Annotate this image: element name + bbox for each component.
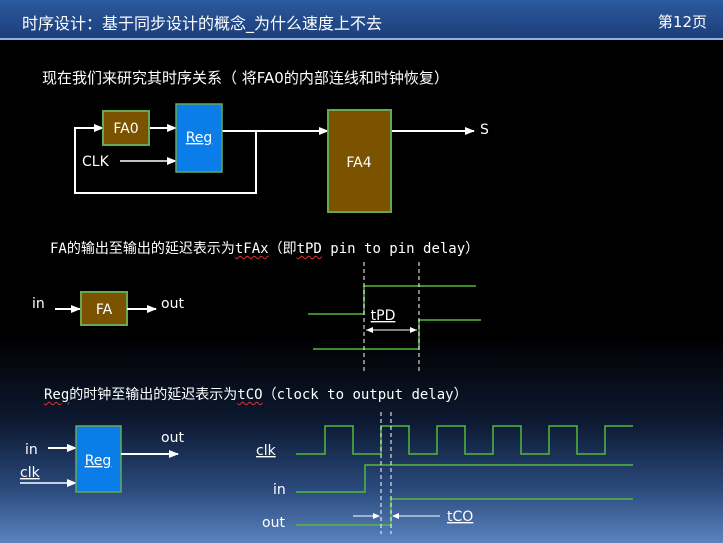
clk-wave	[296, 425, 633, 455]
section2-heading: FA的输出至输出的延迟表示为tFAx（即tPD pin to pin delay…	[50, 238, 479, 258]
fa4-label: FA4	[346, 155, 371, 171]
clk-label: CLK	[82, 154, 110, 170]
tco-arrow-right	[392, 513, 399, 519]
fa-out-label: out	[161, 296, 184, 312]
tpd-arrow-left	[366, 327, 373, 333]
section3-heading-post: （clock to output delay）	[262, 387, 468, 403]
wave-out-label: out	[262, 515, 285, 531]
tpd-waveform: tPD	[308, 262, 481, 372]
circuit-1: FA0 Reg CLK FA4 S	[74, 103, 489, 213]
reg-label: Reg	[186, 130, 213, 146]
reg-clk-label: clk	[20, 465, 41, 481]
fa0-block	[102, 110, 150, 146]
fa0-label: FA0	[113, 121, 138, 137]
reg2-label: Reg	[85, 453, 112, 469]
section3-heading-term2: tCO	[237, 387, 263, 403]
section2-heading-term: tFAx	[234, 241, 269, 257]
s-label: S	[480, 122, 489, 138]
section3-heading-mid: 的时钟至输出的延迟表示为	[69, 387, 238, 403]
reg2-block	[75, 425, 122, 493]
circuit-2: in FA out	[32, 291, 184, 326]
section2-heading-pre: FA的输出至输出的延迟表示为	[50, 241, 235, 257]
tpd-output-wave	[313, 319, 481, 350]
tco-label: tCO	[447, 509, 473, 525]
tco-waveform: clk in out tCO	[256, 412, 633, 534]
reg-in-label: in	[25, 442, 38, 458]
in-wave	[296, 464, 633, 493]
tco-arrow-left	[373, 513, 380, 519]
section2-heading-term2: tPD	[296, 241, 322, 257]
circuit-3: in clk Reg out	[20, 425, 184, 493]
section3-heading-term: Reg	[44, 387, 70, 403]
section3-heading: Reg的时钟至输出的延迟表示为tCO（clock to output delay…	[44, 384, 468, 404]
tpd-label: tPD	[371, 308, 396, 324]
slide-title: 时序设计：基于同步设计的概念_为什么速度上不去	[22, 14, 383, 33]
wave-in-label: in	[273, 482, 286, 498]
feedback-wire	[74, 124, 257, 194]
tpd-arrow-right	[410, 327, 417, 333]
fa4-block	[327, 109, 392, 213]
slide-header: 时序设计：基于同步设计的概念_为什么速度上不去 第12页	[0, 0, 723, 40]
section2-heading-mid: （即	[268, 241, 297, 257]
reg-block	[175, 103, 223, 173]
page-number: 第12页	[657, 13, 707, 31]
header-divider	[0, 38, 723, 40]
section2-heading-post: pin to pin delay）	[321, 241, 480, 257]
section1-heading: 现在我们来研究其时序关系（ 将FA0的内部连线和时钟恢复）	[42, 69, 449, 87]
wave-clk-label: clk	[256, 443, 277, 459]
fa-in-label: in	[32, 296, 45, 312]
fa-label: FA	[96, 302, 113, 318]
reg-out-label: out	[161, 430, 184, 446]
